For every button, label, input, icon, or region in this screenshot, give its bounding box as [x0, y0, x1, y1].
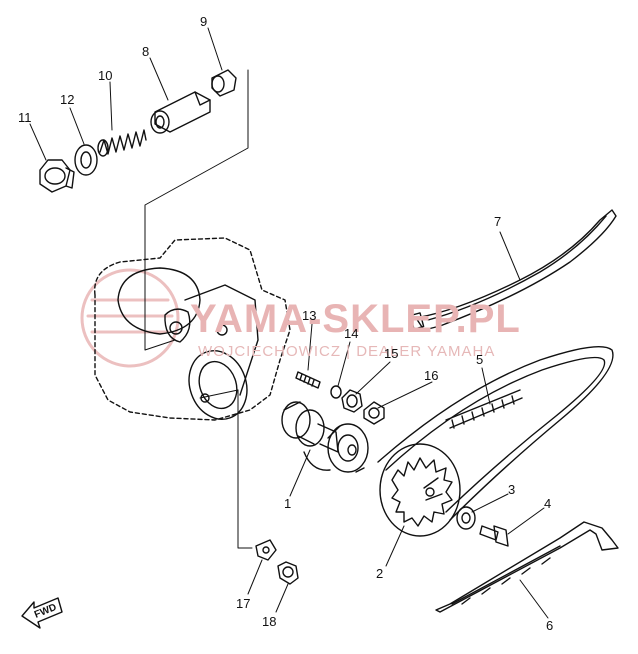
- callout-2: 2: [376, 566, 383, 581]
- callout-18: 18: [262, 614, 276, 629]
- washer-part-3: [456, 506, 476, 530]
- cap-part-9: [211, 69, 237, 97]
- chain-guide-part-7: [409, 209, 617, 331]
- watermark-title: YAMA-SKLEP.PL: [190, 297, 521, 341]
- callout-13: 13: [302, 308, 316, 323]
- bracket-part-17: [255, 539, 277, 561]
- callout-14: 14: [344, 326, 358, 341]
- callout-6: 6: [546, 618, 553, 633]
- callout-numbers: 1 2 3 4 5 6 7 8 9 10 11 12 13 14 15 16 1…: [18, 14, 553, 633]
- watermark-logo: [80, 268, 180, 368]
- reference-lines: [144, 69, 253, 549]
- callout-4: 4: [544, 496, 551, 511]
- cap-nut-part-16: [363, 401, 385, 425]
- watermark-subtitle: WOJCIECHOWICZ | DEALER YAMAHA: [198, 343, 495, 360]
- o-ring-part-14: [330, 385, 342, 399]
- callout-3: 3: [508, 482, 515, 497]
- nut-part-15: [341, 389, 363, 413]
- washer-part-12: [74, 144, 98, 176]
- stud-part-13: [295, 371, 321, 389]
- chain-guide-part-6: [435, 521, 619, 613]
- callout-12: 12: [60, 92, 74, 107]
- camshaft-part-1: [281, 401, 369, 473]
- callout-5: 5: [476, 352, 483, 367]
- callout-1: 1: [284, 496, 291, 511]
- spring-part-10: [97, 129, 147, 157]
- callout-7: 7: [494, 214, 501, 229]
- tensioner-rod-part-8: [150, 91, 211, 134]
- bolt-part-18: [277, 561, 299, 585]
- callout-15: 15: [384, 346, 398, 361]
- sprocket-part-2: [379, 443, 461, 537]
- fwd-arrow-icon: [21, 597, 63, 629]
- flange-nut-part-11: [39, 159, 75, 193]
- callout-16: 16: [424, 368, 438, 383]
- crankcase-outline: [94, 237, 291, 421]
- callout-9: 9: [200, 14, 207, 29]
- callout-10: 10: [98, 68, 112, 83]
- callout-11: 11: [18, 110, 32, 125]
- cam-chain-part-5: [377, 345, 614, 521]
- callout-17: 17: [236, 596, 250, 611]
- callout-8: 8: [142, 44, 149, 59]
- callout-leaders: [29, 27, 549, 619]
- bolt-part-4: [479, 525, 509, 547]
- fwd-label: FWD: [33, 602, 58, 621]
